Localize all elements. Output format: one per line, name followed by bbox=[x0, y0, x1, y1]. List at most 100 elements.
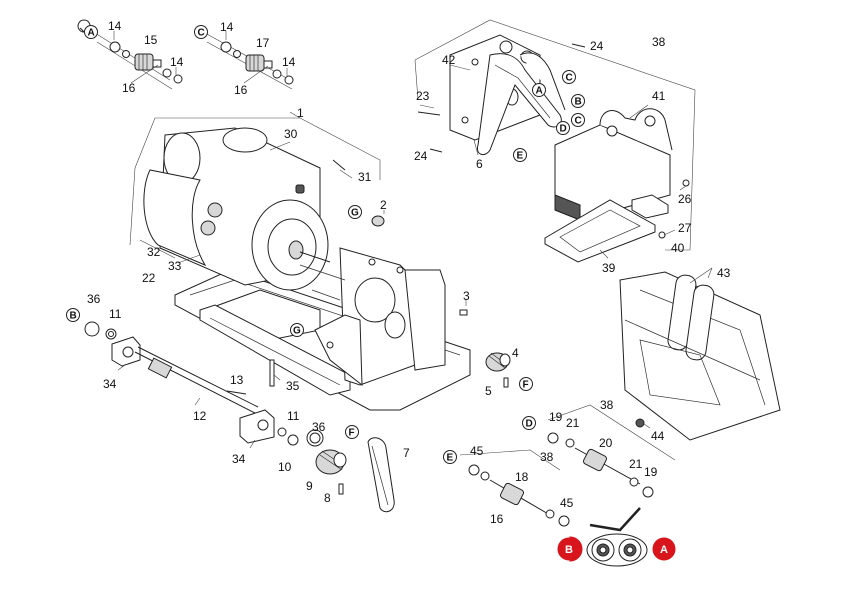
letter-callouts: A C G G F B F C bbox=[66, 19, 585, 464]
label-16-a: 16 bbox=[122, 81, 136, 95]
callout-G-mid: G bbox=[348, 205, 362, 219]
shaft-assembly-12 bbox=[84, 321, 324, 447]
svg-text:C: C bbox=[198, 28, 205, 39]
label-18: 18 bbox=[515, 470, 529, 484]
callout-C-2: C bbox=[571, 113, 585, 127]
callout-F-right: F bbox=[519, 377, 533, 391]
callout-A-top: A bbox=[77, 19, 98, 39]
label-38-a: 38 bbox=[652, 35, 666, 49]
label-6: 6 bbox=[476, 157, 483, 171]
svg-text:A: A bbox=[660, 544, 668, 556]
label-9: 9 bbox=[306, 479, 313, 493]
label-35: 35 bbox=[286, 379, 300, 393]
callout-D-tower: D bbox=[556, 121, 570, 135]
label-4: 4 bbox=[512, 346, 519, 360]
tower-group-38 bbox=[414, 19, 696, 263]
svg-text:B: B bbox=[70, 311, 77, 322]
label-11-b: 11 bbox=[287, 409, 300, 423]
belt-7 bbox=[367, 437, 395, 513]
label-8: 8 bbox=[324, 491, 331, 505]
label-36-a: 36 bbox=[87, 292, 101, 306]
svg-text:G: G bbox=[293, 326, 301, 337]
label-39: 39 bbox=[602, 261, 616, 275]
label-19-b: 19 bbox=[644, 465, 658, 479]
label-26: 26 bbox=[678, 192, 692, 206]
label-44: 44 bbox=[651, 429, 665, 443]
motor-30 bbox=[143, 127, 331, 291]
svg-text:B: B bbox=[565, 544, 573, 556]
label-19-a: 19 bbox=[549, 410, 563, 424]
label-3: 3 bbox=[463, 289, 470, 303]
label-13: 13 bbox=[230, 373, 244, 387]
sprocket-17 bbox=[245, 54, 273, 72]
label-34-b: 34 bbox=[232, 452, 246, 466]
pulley-9 bbox=[315, 449, 347, 495]
pin-31 bbox=[332, 159, 353, 179]
label-14-b: 14 bbox=[170, 55, 184, 69]
motor-mount-plate bbox=[314, 247, 446, 387]
part-number-labels: 14 15 14 16 14 17 14 16 1 30 31 2 32 33 … bbox=[87, 19, 731, 526]
label-1: 1 bbox=[297, 106, 304, 120]
callout-C-top: C bbox=[194, 25, 208, 39]
label-5: 5 bbox=[485, 384, 492, 398]
label-14-c: 14 bbox=[220, 20, 234, 34]
label-27: 27 bbox=[678, 221, 692, 235]
svg-text:D: D bbox=[526, 419, 533, 430]
svg-text:F: F bbox=[523, 380, 529, 391]
label-33: 33 bbox=[168, 259, 182, 273]
svg-text:D: D bbox=[560, 124, 567, 135]
callout-F-belt: F bbox=[345, 425, 359, 439]
svg-text:E: E bbox=[517, 151, 524, 162]
red-marker-B: B bbox=[557, 536, 583, 562]
label-38-c: 38 bbox=[540, 450, 554, 464]
svg-text:C: C bbox=[566, 73, 573, 84]
main-assembly bbox=[129, 117, 471, 411]
svg-text:F: F bbox=[349, 428, 355, 439]
label-45-b: 45 bbox=[560, 496, 574, 510]
callout-D-low: D bbox=[522, 416, 536, 430]
label-21-a: 21 bbox=[566, 416, 580, 430]
svg-text:G: G bbox=[351, 208, 359, 219]
callout-E-low: E bbox=[443, 450, 457, 464]
pulley-4 bbox=[485, 352, 511, 372]
label-38-b: 38 bbox=[600, 398, 614, 412]
callout-E-tower: E bbox=[513, 148, 527, 162]
label-14-d: 14 bbox=[282, 55, 296, 69]
svg-text:A: A bbox=[536, 86, 543, 97]
label-7: 7 bbox=[403, 446, 410, 460]
label-14-a: 14 bbox=[108, 19, 122, 33]
roller-group-lower bbox=[459, 404, 676, 567]
label-31: 31 bbox=[358, 170, 372, 184]
label-34-a: 34 bbox=[103, 377, 117, 391]
label-36-b: 36 bbox=[312, 420, 326, 434]
label-24-b: 24 bbox=[414, 149, 428, 163]
pin-5 bbox=[503, 377, 509, 388]
subassembly-43 bbox=[619, 267, 781, 441]
label-45-a: 45 bbox=[470, 444, 484, 458]
screw-3 bbox=[459, 300, 468, 316]
label-32: 32 bbox=[147, 245, 161, 259]
label-16-b: 16 bbox=[234, 83, 248, 97]
label-30: 30 bbox=[284, 127, 298, 141]
label-24-a: 24 bbox=[590, 39, 604, 53]
roller-group-c bbox=[204, 31, 294, 90]
callout-G-low: G bbox=[290, 323, 304, 337]
callout-C-1: C bbox=[562, 70, 576, 84]
label-12: 12 bbox=[193, 409, 207, 423]
svg-text:C: C bbox=[575, 116, 582, 127]
label-20: 20 bbox=[599, 436, 613, 450]
label-43: 43 bbox=[717, 266, 731, 280]
leader-lines bbox=[117, 64, 687, 449]
label-23: 23 bbox=[416, 89, 430, 103]
label-16-c: 16 bbox=[490, 512, 504, 526]
callout-A-tower: A bbox=[532, 83, 546, 97]
svg-text:A: A bbox=[88, 28, 95, 39]
red-marker-A: A bbox=[652, 537, 676, 561]
label-11-a: 11 bbox=[109, 307, 122, 321]
svg-text:B: B bbox=[575, 97, 582, 108]
sprocket-15 bbox=[134, 53, 162, 71]
label-15: 15 bbox=[144, 33, 158, 47]
svg-text:E: E bbox=[447, 453, 454, 464]
